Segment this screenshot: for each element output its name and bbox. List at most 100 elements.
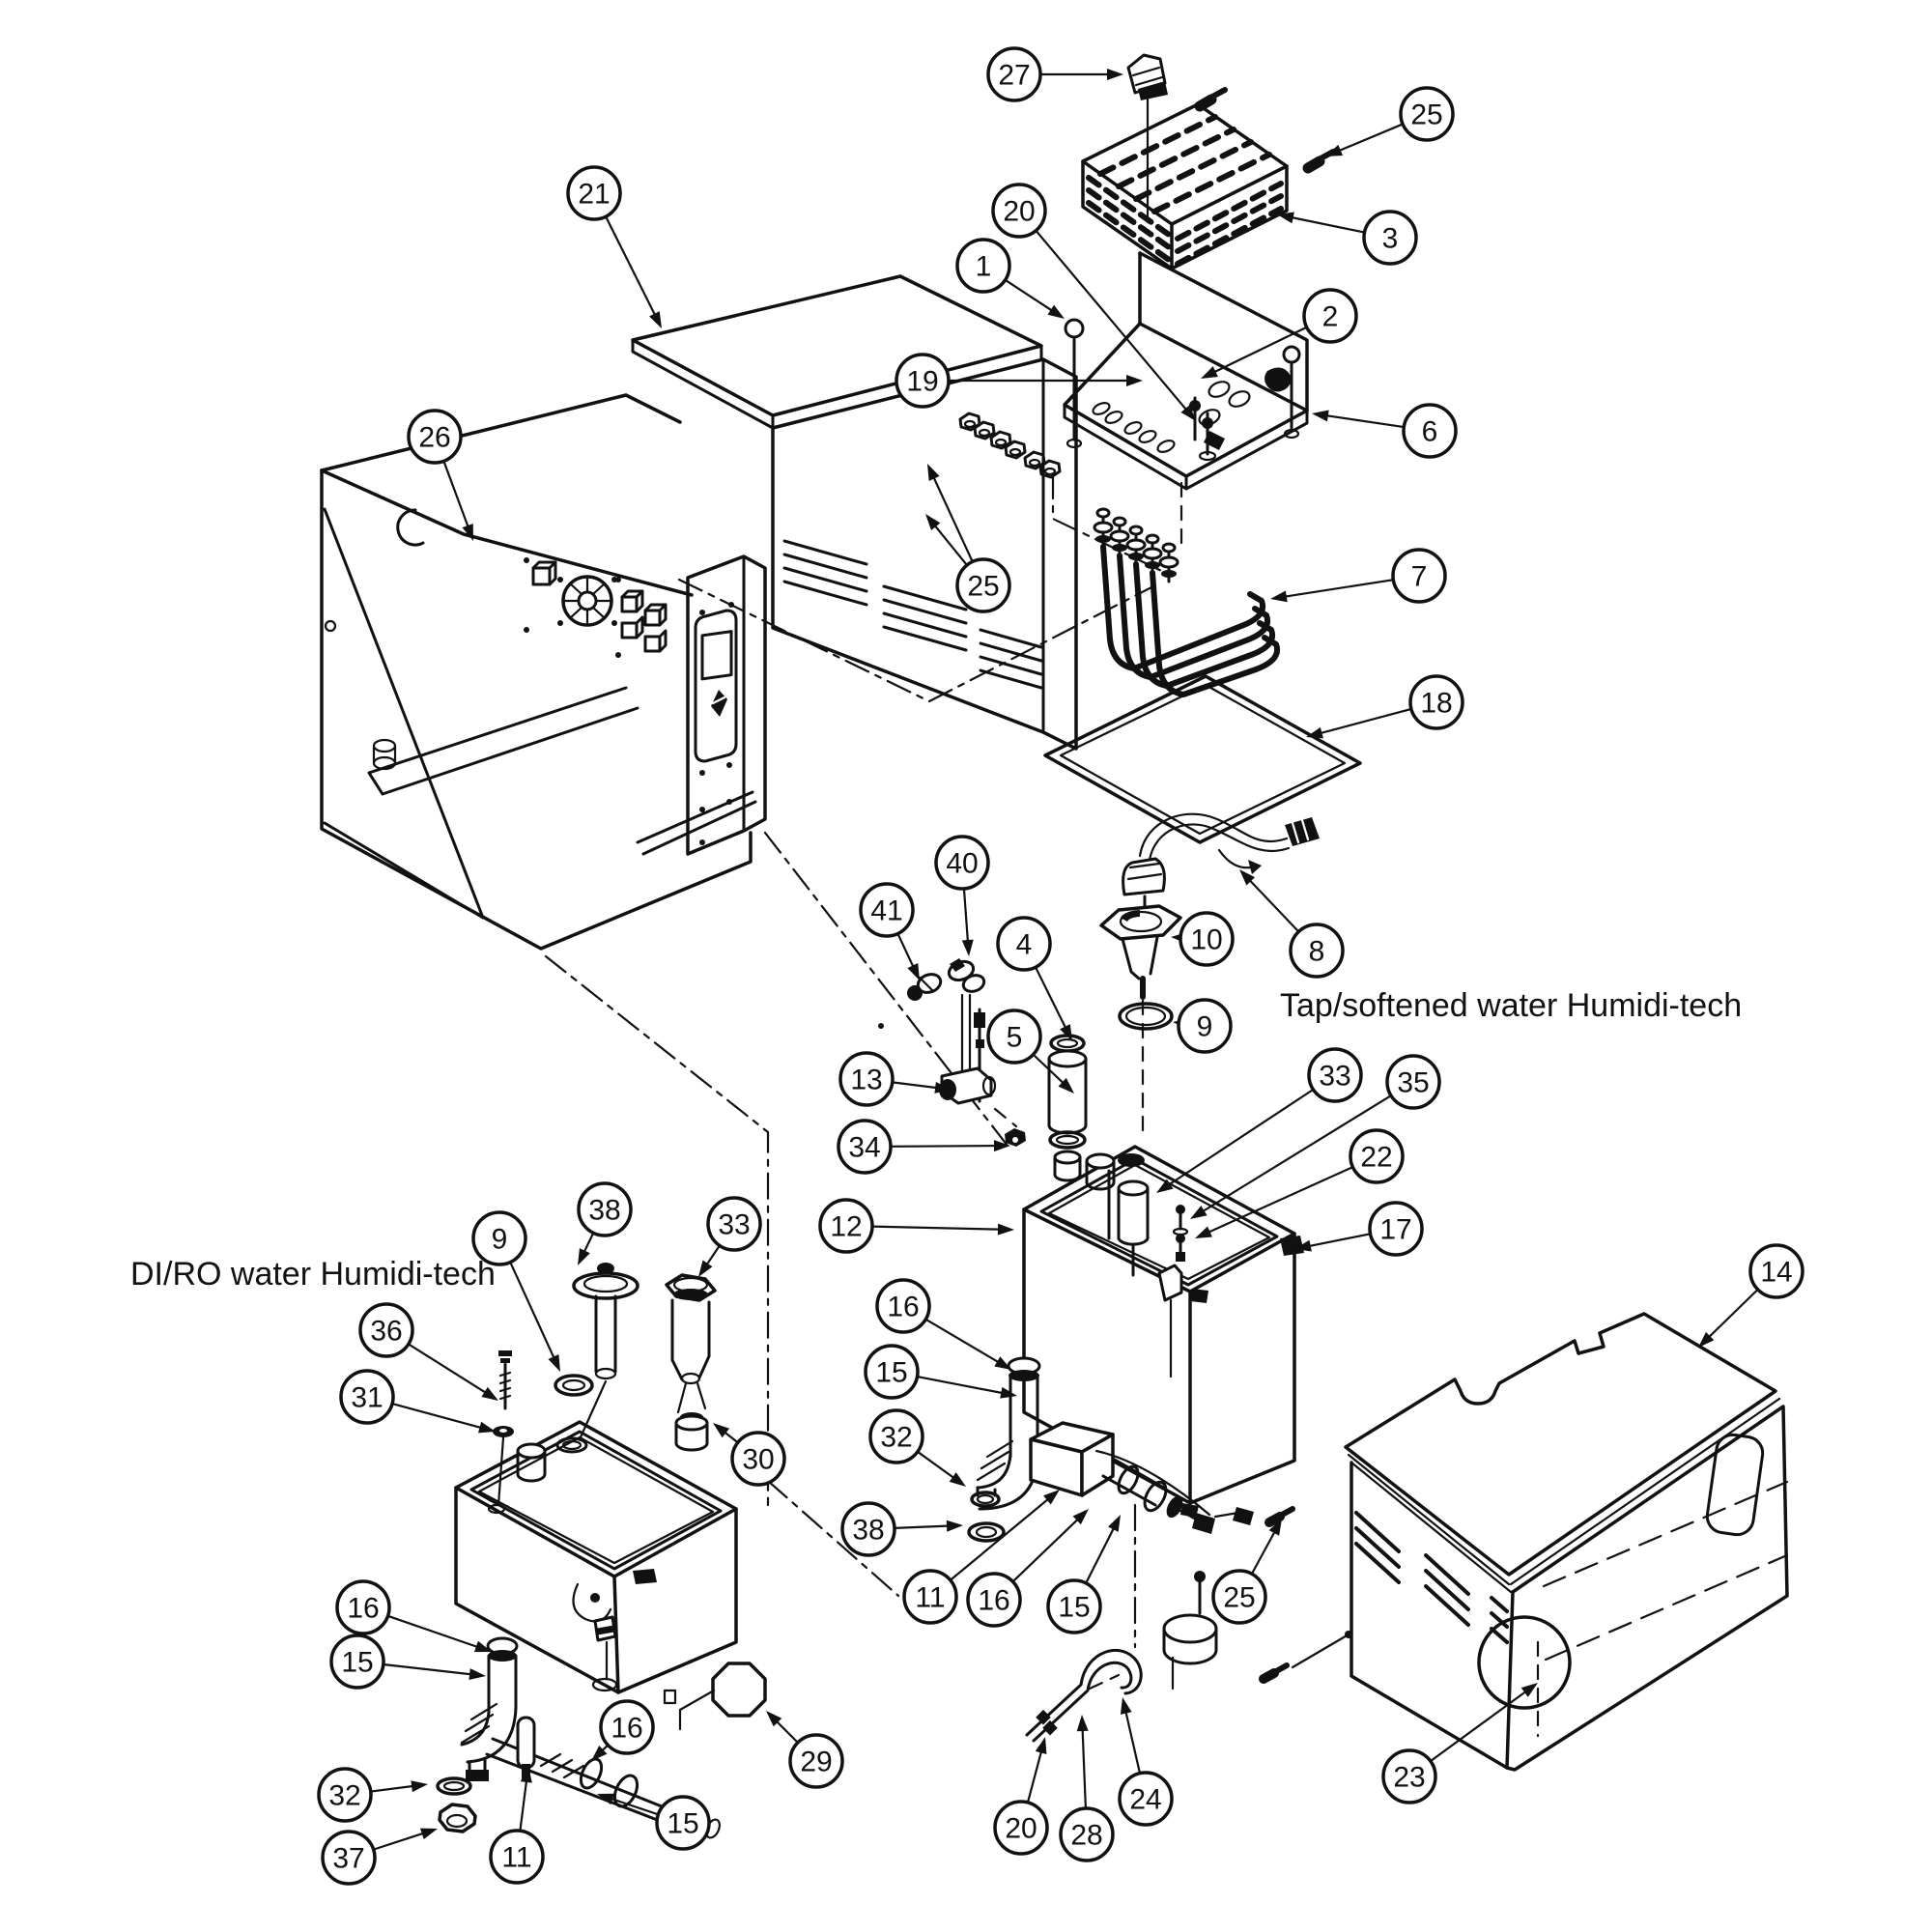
callout-18-arrowhead — [1306, 726, 1323, 739]
callout-41-bubble — [859, 882, 915, 938]
callout-36-number: 36 — [370, 1316, 402, 1348]
callout-5-number: 5 — [1007, 1022, 1023, 1054]
callout-21-arrowhead — [649, 311, 662, 328]
callout-6-leader — [1320, 413, 1406, 429]
callout-8-number: 8 — [1309, 936, 1325, 968]
callout-38-bubble — [840, 1501, 896, 1557]
callout-10-bubble — [1179, 911, 1235, 967]
callout-16-arrowhead — [994, 1356, 1011, 1370]
fill-valve — [1099, 857, 1182, 1000]
callout-19-arrowhead — [1126, 375, 1143, 386]
callout-16-arrowhead — [473, 1640, 492, 1653]
callout-16-number: 16 — [887, 1292, 919, 1323]
callout-4-arrowhead — [1060, 1024, 1072, 1041]
callout-28-bubble — [1059, 1806, 1115, 1862]
callout-37-number: 37 — [332, 1843, 364, 1875]
callout-7-arrowhead — [1270, 590, 1288, 603]
callout-22-leader — [1203, 1166, 1354, 1236]
callout-36-arrowhead — [481, 1386, 498, 1401]
callout-22-bubble — [1349, 1128, 1405, 1184]
callout-12-bubble — [818, 1198, 874, 1254]
tap-drain-assembly-part — [967, 1356, 1254, 1543]
callout-25-arrowhead — [1325, 144, 1343, 156]
callout-25-leader — [1250, 1525, 1279, 1576]
callout-28-arrowhead — [1076, 1715, 1089, 1732]
callout-28-leader — [1081, 1722, 1088, 1810]
main-cover-part — [1259, 1312, 1789, 1772]
callout-19-number: 19 — [906, 366, 938, 398]
relay-cubes — [524, 557, 668, 658]
callout-20-bubble — [993, 1800, 1049, 1856]
callout-15-number: 15 — [667, 1808, 698, 1840]
callout-2-leader — [1208, 326, 1308, 376]
callout-25-leader — [1333, 123, 1405, 155]
callout-15-bubble — [1046, 1578, 1102, 1634]
callout-8-bubble — [1289, 923, 1345, 979]
callout-16-arrowhead — [591, 1745, 608, 1761]
label-diro-water: DI/RO water Humidi-tech — [130, 1256, 496, 1293]
callout-11-leader — [519, 1774, 528, 1833]
callout-29-bubble — [788, 1733, 844, 1789]
callout-6-number: 6 — [1422, 416, 1438, 448]
callout-6-arrowhead — [1312, 410, 1329, 422]
callout-11-leader — [949, 1494, 1054, 1581]
callout-13-arrowhead — [934, 1081, 952, 1094]
callout-40-bubble — [934, 835, 990, 891]
callout-31-number: 31 — [351, 1382, 383, 1414]
callout-2-number: 2 — [1322, 301, 1339, 333]
callout-36-bubble — [358, 1302, 414, 1358]
callout-35-leader — [1197, 1094, 1393, 1215]
callout-9-leader — [509, 1261, 557, 1365]
callout-14-leader — [1704, 1288, 1759, 1343]
callout-33-bubble — [1307, 1047, 1363, 1103]
callout-7-number: 7 — [1411, 561, 1428, 593]
callout-15-bubble — [655, 1795, 711, 1851]
callout-1-number: 1 — [976, 251, 992, 283]
diro-top-parts — [493, 1263, 717, 1507]
callout-32-arrowhead — [949, 1472, 966, 1487]
callout-27-arrowhead — [1107, 69, 1123, 80]
callout-1-leader — [1004, 278, 1058, 315]
callout-4-bubble — [996, 916, 1052, 972]
label-tap-water: Tap/softened water Humidi-tech — [1280, 987, 1742, 1024]
callout-6-bubble — [1402, 403, 1458, 459]
callout-29-number: 29 — [800, 1747, 832, 1778]
callout-15-bubble — [329, 1634, 385, 1690]
callout-11-arrowhead — [1043, 1490, 1060, 1505]
callout-3-bubble — [1362, 210, 1418, 266]
callout-5-arrowhead — [1058, 1077, 1074, 1094]
callout-9-number: 9 — [1197, 1011, 1213, 1043]
callout-31-arrowhead — [478, 1421, 496, 1434]
callout-22-number: 22 — [1360, 1142, 1392, 1174]
callout-11-bubble — [489, 1829, 545, 1885]
callout-33-arrowhead — [698, 1260, 713, 1277]
callout-23-number: 23 — [1393, 1762, 1425, 1794]
fill-assembly-part — [878, 812, 1320, 1182]
callout-9-arrowhead — [548, 1354, 560, 1372]
callout-19-bubble — [895, 353, 951, 409]
callout-5-leader — [1032, 1053, 1068, 1089]
callout-20-bubble — [991, 183, 1047, 239]
callout-3-number: 3 — [1382, 223, 1399, 255]
callout-38-bubble — [577, 1181, 633, 1237]
callout-24-number: 24 — [1129, 1784, 1161, 1816]
callout-23-bubble — [1381, 1748, 1437, 1804]
callout-18-bubble — [1408, 674, 1464, 730]
callout-1-arrowhead — [1047, 304, 1065, 319]
callout-21-leader — [604, 215, 659, 322]
callout-25-bubble — [955, 557, 1011, 613]
callout-25-leader — [930, 520, 969, 567]
callout-41-arrowhead — [907, 963, 920, 980]
cabinet-part — [320, 393, 767, 951]
callout-40-number: 40 — [946, 848, 978, 880]
callout-16-bubble — [966, 1572, 1022, 1628]
callout-38-number: 38 — [852, 1515, 884, 1547]
callout-33-leader — [1163, 1088, 1315, 1189]
callout-11-bubble — [902, 1569, 958, 1625]
callout-17-number: 17 — [1379, 1214, 1411, 1246]
callout-16-bubble — [335, 1579, 391, 1635]
callout-25-arrowhead — [925, 514, 941, 530]
callout-13-leader — [891, 1081, 944, 1090]
callout-12-leader — [870, 1225, 1007, 1231]
callout-23-arrowhead — [1520, 1683, 1538, 1697]
